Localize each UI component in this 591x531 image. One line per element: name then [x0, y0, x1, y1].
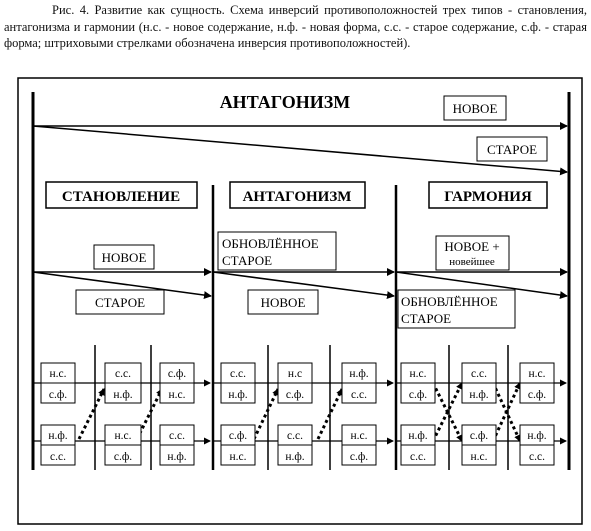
section-2-header-box	[229, 181, 366, 209]
section-3-new-label-line2: новейшее	[449, 256, 495, 268]
section-2-new-label-line1: ОБНОВЛЁННОЕ	[222, 236, 319, 251]
section-2-cell-c: н.ф. с.с.	[341, 362, 377, 404]
section-3-old-label-line2: СТАРОЕ	[401, 311, 451, 326]
section-3-cell-c: н.с. с.ф.	[519, 362, 555, 404]
top-old-box	[476, 136, 548, 162]
cell-bottom: с.с.	[351, 389, 367, 401]
cell-bottom: с.ф.	[286, 389, 304, 401]
section-3-header: ГАРМОНИЯ	[444, 189, 532, 205]
inversion-arrow-8	[491, 382, 522, 442]
cell-top: с.ф.	[168, 368, 186, 380]
section-1-old-arrow	[32, 271, 212, 300]
section-1-cell-a: н.с. с.ф.	[40, 362, 76, 404]
inversion-arrow-6	[431, 382, 464, 442]
cell-top: с.с.	[115, 368, 131, 380]
cell-top: н.с.	[114, 430, 131, 442]
inversion-arrow-3	[252, 388, 280, 440]
cell-top: с.с.	[169, 430, 185, 442]
cell-top: н.ф.	[408, 430, 427, 442]
cell-bottom: с.ф.	[528, 389, 546, 401]
section-2-cell-b: н.с с.ф.	[277, 362, 313, 404]
outer-frame	[17, 77, 583, 525]
cell-bottom: н.с.	[168, 389, 185, 401]
section-1-cell-c: с.ф. н.с.	[159, 362, 195, 404]
section-1-header: СТАНОВЛЕНИЕ	[62, 189, 180, 205]
cell-top: с.с.	[471, 368, 487, 380]
cell-bottom: н.с.	[470, 451, 487, 463]
cell-bottom: с.ф.	[49, 389, 67, 401]
section-3-new-box	[435, 235, 510, 271]
cell-top: н.ф.	[527, 430, 546, 442]
top-old-arrow	[32, 125, 568, 176]
cell-top: н.с.	[528, 368, 545, 380]
cell-top: н.ф.	[349, 368, 368, 380]
cell-bottom: н.ф.	[469, 389, 488, 401]
section-3-cell-f: н.ф. с.с.	[519, 424, 555, 466]
top-old-label: СТАРОЕ	[487, 142, 537, 157]
cell-top: с.ф.	[229, 430, 247, 442]
section-2-cell-e: с.с. н.ф.	[277, 424, 313, 466]
section-3-old-arrow	[395, 271, 568, 299]
section-1-old-label: СТАРОЕ	[95, 295, 145, 310]
section-3-cell-b: с.с. н.ф.	[461, 362, 497, 404]
section-1-new-box	[93, 244, 155, 270]
top-new-label: НОВОЕ	[453, 101, 498, 116]
section-1-cell-b: с.с. н.ф.	[104, 362, 142, 404]
cell-top: н.с	[288, 368, 302, 380]
section-3-old-label-line1: ОБНОВЛЁННОЕ	[401, 294, 498, 309]
section-2-old-arrow	[212, 271, 395, 300]
section-3-cell-a: н.с. с.ф.	[400, 362, 436, 404]
cell-bottom: с.ф.	[409, 389, 427, 401]
cell-bottom: с.с.	[50, 451, 66, 463]
top-new-box	[443, 95, 507, 121]
inversion-arrow-1	[77, 388, 106, 440]
section-1-cell-f: с.с. н.ф.	[159, 424, 195, 466]
section-1-old-box	[75, 289, 165, 315]
cell-bottom: с.с.	[529, 451, 545, 463]
cell-bottom: н.с.	[229, 451, 246, 463]
section-1-cell-e: н.с. с.ф.	[104, 424, 142, 466]
section-2-cell-f: н.с. с.ф.	[341, 424, 377, 466]
section-3-header-box	[428, 181, 548, 209]
cell-top: н.с.	[49, 368, 66, 380]
cell-bottom: н.ф.	[285, 451, 304, 463]
section-3-cell-d: н.ф. с.с.	[400, 424, 436, 466]
section-1-cell-d: н.ф. с.с.	[40, 424, 76, 466]
section-3-old-box	[397, 289, 516, 329]
cell-top: с.с.	[230, 368, 246, 380]
section-2-cell-a: с.с. н.ф.	[220, 362, 256, 404]
section-2-cell-d: с.ф. н.с.	[220, 424, 256, 466]
section-3-new-label-line1: НОВОЕ +	[444, 239, 499, 254]
cell-top: н.с.	[350, 430, 367, 442]
top-title: АНТАГОНИЗМ	[220, 92, 351, 112]
section-2-new-box	[217, 231, 337, 271]
section-2-old-box	[247, 289, 319, 315]
section-2-header: АНТАГОНИЗМ	[243, 189, 352, 205]
cell-top: н.ф.	[48, 430, 67, 442]
inversion-arrows	[77, 382, 522, 442]
cell-bottom: н.ф.	[228, 389, 247, 401]
cell-bottom: н.ф.	[113, 389, 132, 401]
section-3-cell-e: с.ф. н.с.	[461, 424, 497, 466]
cell-bottom: с.с.	[410, 451, 426, 463]
section-1-new-label: НОВОЕ	[102, 250, 147, 265]
section-2-new-label-line2: СТАРОЕ	[222, 253, 272, 268]
cell-top: с.ф.	[470, 430, 488, 442]
figure-caption: Рис. 4. Развитие как сущность. Схема инв…	[4, 3, 587, 50]
cell-top: н.с.	[409, 368, 426, 380]
cell-bottom: с.ф.	[350, 451, 368, 463]
section-2-old-label: НОВОЕ	[261, 295, 306, 310]
section-1-header-box	[45, 181, 198, 209]
cell-bottom: с.ф.	[114, 451, 132, 463]
cell-top: с.с.	[287, 430, 303, 442]
cell-bottom: н.ф.	[167, 451, 186, 463]
